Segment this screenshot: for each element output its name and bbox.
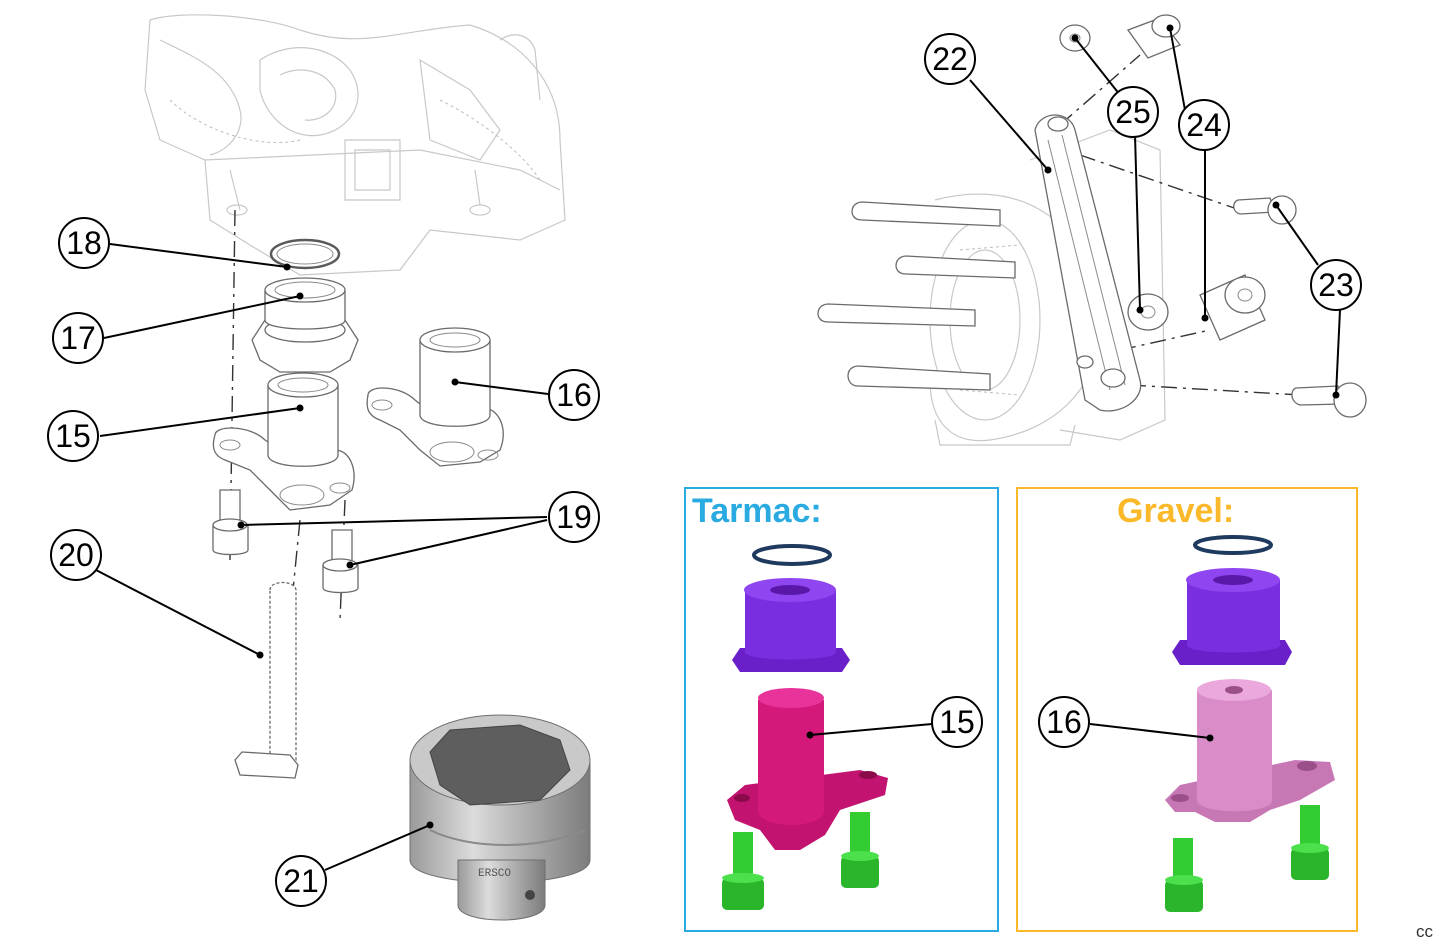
gravel-circlip (1193, 535, 1273, 555)
callout-24-label: 24 (1186, 107, 1222, 143)
callout-20: 20 (50, 529, 102, 581)
callout-20-label: 20 (58, 537, 94, 573)
callout-16: 16 (548, 369, 600, 421)
callout-21: 21 (275, 855, 327, 907)
gravel-panel-border (1016, 487, 1358, 932)
socket-engraving-text: ERSCO (478, 868, 511, 880)
callout-15-label: 15 (55, 418, 91, 454)
part-15-steering-arm (212, 372, 355, 511)
axis-chain-line (1079, 154, 1241, 211)
tarmac-panel-border (684, 487, 999, 932)
callout-16-label: 16 (556, 377, 592, 413)
tarmac-title: Tarmac: (692, 492, 822, 530)
axis-chain-line (1119, 329, 1211, 351)
gravel-green-bolts (1165, 805, 1329, 912)
callout-17: 17 (52, 312, 104, 364)
part-20-long-bolt (234, 581, 299, 779)
callout-gravel-16-label: 16 (1046, 704, 1082, 740)
part-21-socket-tool: ERSCO (409, 714, 591, 921)
part-18-circlip (269, 238, 341, 270)
part-16-steering-arm-variant (366, 327, 504, 467)
callout-22: 22 (924, 33, 976, 85)
callout-24: 24 (1178, 99, 1230, 151)
callout-19: 19 (548, 491, 600, 543)
callout-18: 18 (58, 217, 110, 269)
callout-tarmac-15: 15 (931, 696, 983, 748)
leader-lines (95, 24, 1341, 871)
axis-chain-line (1059, 54, 1141, 126)
callout-gravel-16: 16 (1038, 696, 1090, 748)
tarmac-panel: Tarmac: (684, 487, 999, 932)
axis-chain-line (339, 499, 346, 621)
callout-17-label: 17 (60, 320, 96, 356)
callout-19-label: 19 (556, 499, 592, 535)
callout-tarmac-15-label: 15 (939, 704, 975, 740)
gravel-bearing-cap (1172, 568, 1292, 665)
callout-18-label: 18 (66, 225, 102, 261)
part-22-link-arm (1034, 114, 1142, 412)
callout-22-label: 22 (932, 41, 968, 77)
callout-25-label: 25 (1115, 94, 1151, 130)
tarmac-steering-arm-15 (727, 688, 888, 850)
part-24-spacers (1126, 14, 1266, 341)
gravel-panel: Gravel: (1016, 487, 1358, 932)
part-17-bearing-cap (251, 277, 359, 373)
axis-chain-line (1129, 384, 1301, 396)
tarmac-green-bolts (722, 812, 879, 910)
callout-25: 25 (1107, 86, 1159, 138)
knuckle-background-drawing (144, 14, 566, 276)
callout-23-label: 23 (1318, 267, 1354, 303)
wheel-studs (817, 201, 1016, 391)
tarmac-bearing-cap (732, 578, 850, 672)
callout-23: 23 (1310, 259, 1362, 311)
gravel-title: Gravel: (1117, 492, 1234, 530)
gravel-steering-arm-16 (1165, 679, 1335, 822)
corner-mark: cc (1416, 922, 1433, 941)
callout-15: 15 (47, 410, 99, 462)
callout-21-label: 21 (283, 863, 319, 899)
tarmac-circlip (752, 544, 832, 566)
